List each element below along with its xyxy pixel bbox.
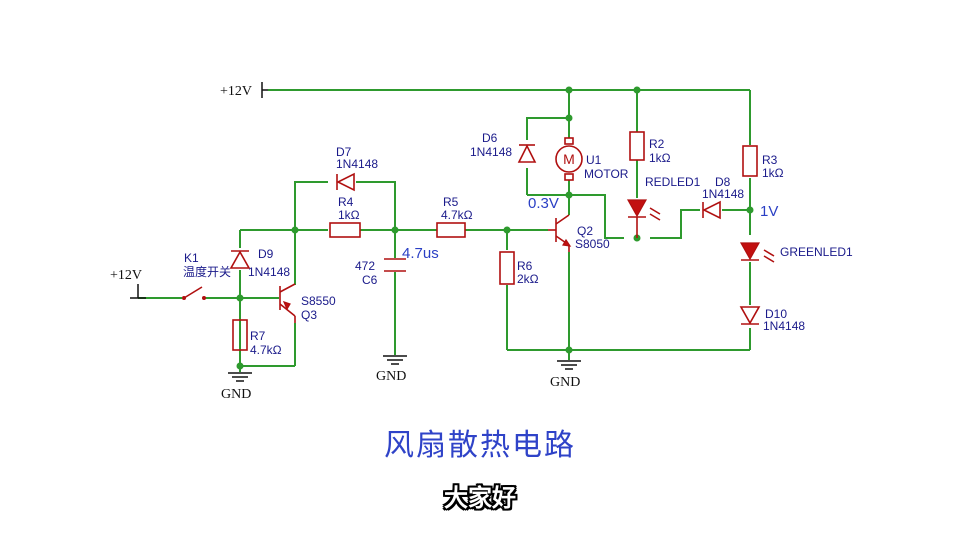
red-led-ref: REDLED1 bbox=[645, 175, 701, 189]
wires bbox=[138, 89, 751, 372]
d9-ref: D9 bbox=[258, 247, 274, 261]
gnd-label-2: GND bbox=[376, 369, 406, 384]
d10-value: 1N4148 bbox=[763, 319, 805, 333]
vbe-measurement: 0.3V bbox=[528, 195, 559, 212]
r4-ref: R4 bbox=[338, 195, 354, 209]
r5-value: 4.7kΩ bbox=[441, 208, 473, 222]
d9-value: 1N4148 bbox=[248, 265, 290, 279]
transistor-q3: S8550 Q3 bbox=[279, 283, 336, 323]
diode-d7: D7 1N4148 bbox=[336, 145, 378, 192]
q2-value: S8050 bbox=[575, 237, 610, 251]
c6-value: 472 bbox=[355, 259, 375, 273]
u1-ref: U1 bbox=[586, 153, 602, 167]
gnd-symbol-3: GND bbox=[550, 360, 581, 390]
vcc-top-label: +12V bbox=[220, 84, 252, 99]
q3-ref: Q3 bbox=[301, 308, 317, 322]
d6-ref: D6 bbox=[482, 131, 498, 145]
vcc-left-symbol: +12V bbox=[110, 268, 146, 299]
q2-ref: Q2 bbox=[577, 224, 593, 238]
gnd-symbol-1: GND bbox=[221, 372, 252, 402]
green-led-ref: GREENLED1 bbox=[780, 245, 853, 259]
green-led: GREENLED1 bbox=[739, 242, 853, 263]
u1-value: MOTOR bbox=[584, 167, 629, 181]
vcc-left-label: +12V bbox=[110, 268, 142, 283]
r5-ref: R5 bbox=[443, 195, 459, 209]
gnd-symbol-2: GND bbox=[376, 355, 407, 384]
transistor-q2: Q2 S8050 bbox=[548, 214, 610, 252]
r6-value: 2kΩ bbox=[517, 272, 539, 286]
diode-d10: D10 1N4148 bbox=[739, 306, 805, 333]
r7-ref: R7 bbox=[250, 329, 266, 343]
r6-ref: R6 bbox=[517, 259, 533, 273]
diode-d8: D8 1N4148 bbox=[702, 175, 744, 220]
k1-ref: K1 bbox=[184, 251, 199, 265]
gnd-label-3: GND bbox=[550, 375, 580, 390]
diode-d6: D6 1N4148 bbox=[470, 131, 537, 163]
d7-ref: D7 bbox=[336, 145, 352, 159]
r2-ref: R2 bbox=[649, 137, 665, 151]
r3-value: 1kΩ bbox=[762, 166, 784, 180]
r7-value: 4.7kΩ bbox=[250, 343, 282, 357]
resistor-r4: R4 1kΩ bbox=[329, 195, 361, 238]
d8-ref: D8 bbox=[715, 175, 731, 189]
switch-k1: K1 温度开关 bbox=[182, 251, 231, 300]
resistor-r5: R5 4.7kΩ bbox=[436, 195, 473, 238]
d8-value: 1N4148 bbox=[702, 187, 744, 201]
junctions bbox=[236, 86, 754, 370]
motor-u1: M U1 MOTOR bbox=[555, 137, 629, 181]
gnd-label-1: GND bbox=[221, 387, 251, 402]
vled-measurement: 1V bbox=[760, 203, 778, 220]
time-measurement: 4.7us bbox=[402, 245, 439, 262]
video-subtitle: 大家好 bbox=[444, 484, 516, 512]
vcc-top-symbol: +12V bbox=[220, 82, 268, 99]
red-led: REDLED1 bbox=[626, 175, 701, 238]
motor-m-glyph: M bbox=[563, 151, 575, 167]
k1-value: 温度开关 bbox=[183, 264, 231, 279]
r3-ref: R3 bbox=[762, 153, 778, 167]
diode-d9: D9 1N4148 bbox=[229, 247, 290, 279]
d6-value: 1N4148 bbox=[470, 145, 512, 159]
q3-value: S8550 bbox=[301, 294, 336, 308]
d7-value: 1N4148 bbox=[336, 157, 378, 171]
diagram-title: 风扇散热电路 bbox=[384, 428, 576, 463]
r4-value: 1kΩ bbox=[338, 208, 360, 222]
r2-value: 1kΩ bbox=[649, 151, 671, 165]
c6-ref: C6 bbox=[362, 273, 378, 287]
resistor-r7: R7 4.7kΩ bbox=[232, 319, 282, 357]
d10-ref: D10 bbox=[765, 307, 787, 321]
capacitor-c6: 472 C6 bbox=[355, 258, 406, 287]
resistor-r2: R2 1kΩ bbox=[629, 131, 671, 165]
resistor-r6: R6 2kΩ bbox=[499, 251, 539, 286]
resistor-r3: R3 1kΩ bbox=[742, 145, 784, 180]
